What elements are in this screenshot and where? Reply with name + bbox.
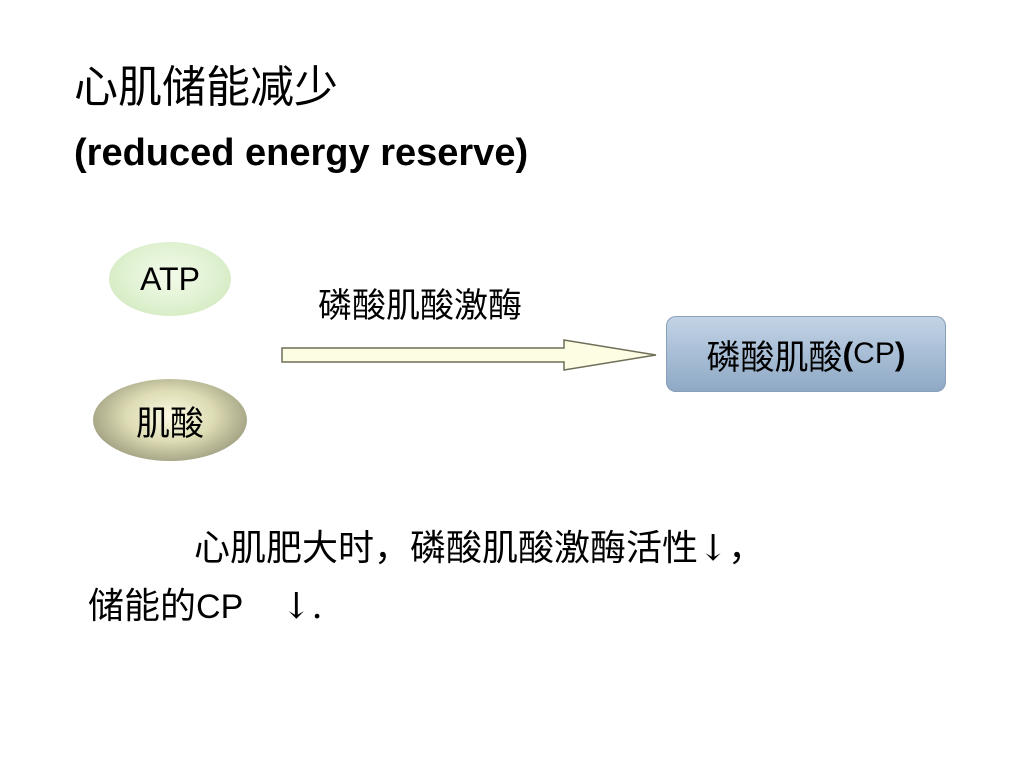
explanation-line-2: 储能的CP ↓. [88, 578, 1008, 636]
explanation-cp-abbreviation: CP [196, 588, 244, 626]
product-close-paren: ) [894, 335, 906, 372]
product-open-paren: ( [842, 335, 854, 372]
product-abbreviation: CP [853, 337, 895, 370]
creatine-label: 肌酸 [136, 403, 204, 444]
explanation-line-2-prefix: 储能的 [88, 586, 197, 627]
creatine-ellipse: 肌酸 [93, 379, 247, 461]
slide-title-chinese: 心肌储能减少 [74, 62, 338, 113]
reaction-arrow [281, 339, 657, 371]
slide-title-english: (reduced energy reserve) [74, 132, 529, 174]
product-name: 磷酸肌酸 [706, 337, 843, 378]
reaction-arrow-shape [281, 339, 657, 371]
enzyme-label: 磷酸肌酸激酶 [318, 286, 522, 326]
atp-ellipse: ATP [109, 242, 231, 316]
explanation-text: 心肌肥大时，磷酸肌酸激酶活性↓， 储能的CP ↓. [88, 520, 1008, 636]
atp-label: ATP [140, 260, 200, 297]
creatine-phosphate-box: 磷酸肌酸(CP) [666, 316, 946, 392]
explanation-line-1: 心肌肥大时，磷酸肌酸激酶活性↓， [194, 528, 765, 569]
explanation-line-2-suffix: ↓. [281, 586, 323, 627]
